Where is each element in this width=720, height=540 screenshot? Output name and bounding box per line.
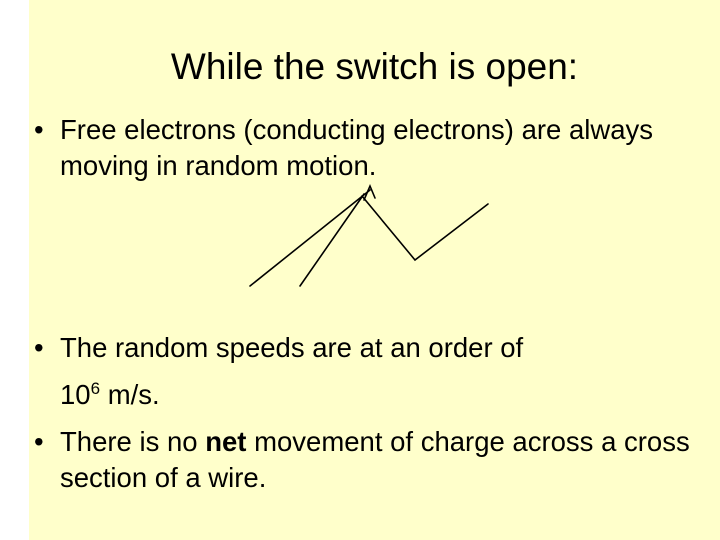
zigzag-stroke [361, 195, 489, 262]
speed-base: 10 [60, 379, 91, 410]
net-bold-word: net [205, 426, 247, 457]
net-pre: There is no [60, 426, 206, 457]
bullet-marker: • [34, 426, 44, 457]
bullet-item-random-speeds: • The random speeds are at an order of 1… [34, 330, 682, 413]
bullet-text: Free electrons (conducting electrons) ar… [60, 114, 654, 181]
bullet-text: There is no net movement of charge acros… [60, 424, 696, 496]
bullet-text: The random speeds are at an order of 106… [60, 330, 682, 413]
arrow-tip [363, 183, 376, 201]
bullet-marker: • [34, 114, 44, 145]
speed-exponent: 6 [90, 378, 101, 398]
bullet-marker: • [34, 332, 44, 363]
net-post: movement of charge across a cross sectio… [60, 426, 690, 493]
speed-sentence: The random speeds are at an order of [60, 332, 524, 363]
bullet-item-net-movement: • There is no net movement of charge acr… [34, 424, 696, 496]
speed-value-line: 106 m/s. [60, 377, 682, 413]
left-margin-strip [0, 0, 29, 540]
zigzag-stroke [249, 189, 371, 287]
zigzag-stroke [299, 193, 365, 287]
bullet-item-free-electrons: • Free electrons (conducting electrons) … [34, 112, 682, 184]
speed-unit: m/s. [100, 379, 160, 410]
random-motion-drawing [249, 183, 489, 287]
slide-title: While the switch is open: [170, 46, 579, 87]
